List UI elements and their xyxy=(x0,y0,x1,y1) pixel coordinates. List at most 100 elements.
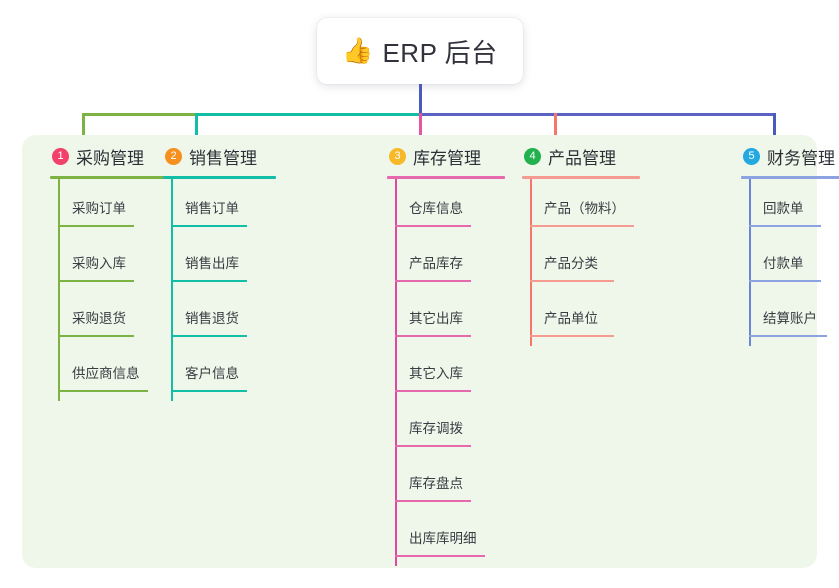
column-2: 2 销售管理销售订单销售出库销售退货客户信息 xyxy=(149,135,276,401)
bus-segment-green xyxy=(82,113,195,116)
column-header-1[interactable]: 1 采购管理 xyxy=(36,135,170,179)
list-item[interactable]: 其它入库 xyxy=(373,344,481,399)
drop-line-col-3 xyxy=(419,113,422,146)
column-items: 采购订单采购入库采购退货供应商信息 xyxy=(36,179,148,399)
column-spine xyxy=(58,179,60,401)
list-item-label: 产品（物料） xyxy=(544,201,625,216)
list-item[interactable]: 产品（物料） xyxy=(508,179,634,234)
column-title: 销售管理 xyxy=(189,148,257,168)
list-item-underline xyxy=(530,335,614,337)
list-item-underline xyxy=(749,225,821,227)
column-title: 采购管理 xyxy=(76,148,144,168)
column-1: 1 采购管理采购订单采购入库采购退货供应商信息 xyxy=(36,135,170,401)
list-item-underline xyxy=(530,280,614,282)
list-item[interactable]: 结算账户 xyxy=(727,289,835,344)
column-title: 库存管理 xyxy=(413,148,481,168)
column-header-underline xyxy=(50,176,170,179)
list-item-underline xyxy=(171,335,247,337)
list-item-underline xyxy=(171,390,247,392)
list-item-label: 库存调拨 xyxy=(409,421,463,436)
column-5: 5 财务管理回款单付款单结算账户 xyxy=(727,135,839,346)
list-item-underline xyxy=(530,225,634,227)
bus-segment-blue xyxy=(420,113,776,116)
list-item-underline xyxy=(395,500,471,502)
column-items: 销售订单销售出库销售退货客户信息 xyxy=(149,179,257,399)
list-item[interactable]: 库存盘点 xyxy=(373,454,481,509)
list-item[interactable]: 其它出库 xyxy=(373,289,481,344)
list-item-label: 回款单 xyxy=(763,201,804,216)
drop-line-col-2 xyxy=(195,113,198,146)
list-item-underline xyxy=(58,280,134,282)
column-spine xyxy=(749,179,751,346)
list-item-underline xyxy=(395,225,471,227)
column-spine xyxy=(395,179,397,566)
list-item-label: 客户信息 xyxy=(185,366,239,381)
list-item-underline xyxy=(58,390,148,392)
list-item[interactable]: 回款单 xyxy=(727,179,835,234)
list-item[interactable]: 产品单位 xyxy=(508,289,616,344)
column-3: 3 库存管理仓库信息产品库存其它出库其它入库库存调拨库存盘点出库库明细 xyxy=(373,135,505,566)
list-item-label: 采购入库 xyxy=(72,256,126,271)
list-item-label: 供应商信息 xyxy=(72,366,140,381)
column-badge-1: 1 xyxy=(52,147,69,165)
trunk-vertical-line xyxy=(419,84,422,113)
thumbs-up-icon: 👍 xyxy=(342,36,374,65)
list-item-label: 采购退货 xyxy=(72,311,126,326)
list-item-underline xyxy=(171,280,247,282)
column-badge-4: 4 xyxy=(524,147,541,165)
list-item[interactable]: 产品分类 xyxy=(508,234,616,289)
list-item-label: 产品分类 xyxy=(544,256,598,271)
list-item-label: 产品库存 xyxy=(409,256,463,271)
list-item-label: 仓库信息 xyxy=(409,201,463,216)
list-item[interactable]: 供应商信息 xyxy=(36,344,148,399)
list-item-label: 其它入库 xyxy=(409,366,463,381)
list-item-label: 库存盘点 xyxy=(409,476,463,491)
root-node-erp-backend[interactable]: 👍 ERP 后台 xyxy=(317,18,523,84)
list-item-underline xyxy=(395,555,485,557)
column-4: 4 产品管理产品（物料） 产品分类产品单位 xyxy=(508,135,640,346)
column-items: 仓库信息产品库存其它出库其它入库库存调拨库存盘点出库库明细 xyxy=(373,179,485,564)
column-title: 财务管理 xyxy=(767,148,835,168)
list-item-label: 销售出库 xyxy=(185,256,239,271)
column-badge-5: 5 xyxy=(743,147,760,165)
list-item-label: 销售订单 xyxy=(185,201,239,216)
column-header-underline xyxy=(741,176,839,179)
list-item-label: 结算账户 xyxy=(763,311,817,326)
column-header-underline xyxy=(163,176,276,179)
drop-line-col-5 xyxy=(773,113,776,146)
column-header-5[interactable]: 5 财务管理 xyxy=(727,135,839,179)
list-item-underline xyxy=(395,280,471,282)
list-item[interactable]: 采购入库 xyxy=(36,234,144,289)
list-item-underline xyxy=(749,335,827,337)
list-item[interactable]: 客户信息 xyxy=(149,344,257,399)
content-panel xyxy=(22,135,817,568)
column-header-3[interactable]: 3 库存管理 xyxy=(373,135,505,179)
column-title: 产品管理 xyxy=(548,148,616,168)
column-items: 回款单付款单结算账户 xyxy=(727,179,835,344)
column-badge-2: 2 xyxy=(165,147,182,165)
list-item[interactable]: 销售订单 xyxy=(149,179,257,234)
list-item[interactable]: 采购退货 xyxy=(36,289,144,344)
list-item-underline xyxy=(395,390,471,392)
column-badge-3: 3 xyxy=(389,147,406,165)
list-item[interactable]: 产品库存 xyxy=(373,234,481,289)
list-item[interactable]: 销售出库 xyxy=(149,234,257,289)
drop-line-col-1 xyxy=(82,113,85,146)
list-item[interactable]: 采购订单 xyxy=(36,179,144,234)
column-header-2[interactable]: 2 销售管理 xyxy=(149,135,276,179)
list-item[interactable]: 仓库信息 xyxy=(373,179,481,234)
list-item-label: 付款单 xyxy=(763,256,804,271)
column-spine xyxy=(530,179,532,346)
list-item[interactable]: 付款单 xyxy=(727,234,835,289)
list-item-label: 产品单位 xyxy=(544,311,598,326)
bus-segment-teal xyxy=(195,113,420,116)
column-header-4[interactable]: 4 产品管理 xyxy=(508,135,640,179)
drop-line-col-4 xyxy=(554,113,557,146)
list-item-underline xyxy=(171,225,247,227)
list-item[interactable]: 库存调拨 xyxy=(373,399,481,454)
list-item[interactable]: 销售退货 xyxy=(149,289,257,344)
list-item[interactable]: 出库库明细 xyxy=(373,509,485,564)
list-item-underline xyxy=(58,335,134,337)
list-item-underline xyxy=(395,445,471,447)
column-header-underline xyxy=(387,176,505,179)
